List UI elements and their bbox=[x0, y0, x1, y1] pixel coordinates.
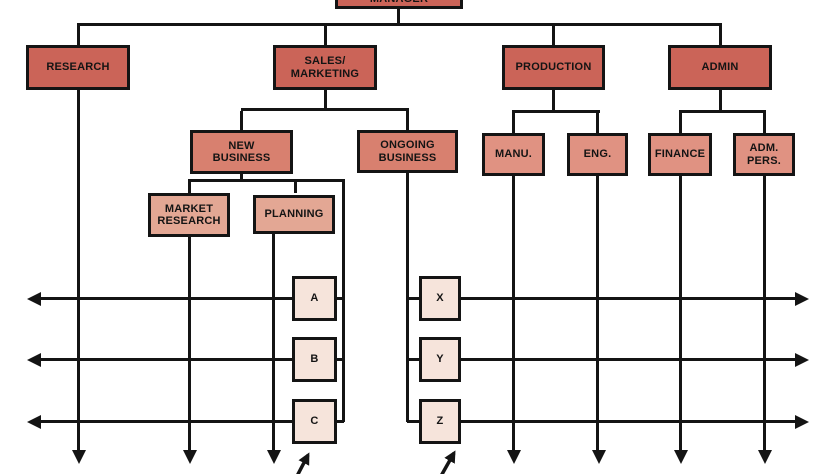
connector-planning-drop bbox=[294, 182, 297, 193]
node-ongoing-business: ONGOING BUSINESS bbox=[357, 130, 458, 173]
right-arrowhead-icon bbox=[795, 415, 809, 429]
connector-manager-drop bbox=[397, 8, 400, 26]
connector-sales-drop bbox=[324, 26, 327, 45]
right-arrowhead-icon bbox=[795, 292, 809, 306]
connector-manu-drop bbox=[512, 113, 515, 133]
connector-new-business-stem bbox=[240, 173, 243, 179]
node-a: A bbox=[292, 276, 337, 321]
stub-b-right bbox=[334, 358, 344, 361]
flow-line-planning bbox=[272, 232, 275, 452]
node-x: X bbox=[419, 276, 461, 321]
connector-new-business-drop bbox=[240, 111, 243, 130]
connector-production-drop bbox=[552, 26, 555, 45]
connector-abc-column-line bbox=[342, 179, 345, 422]
right-arrowhead-icon bbox=[795, 353, 809, 367]
node-finance: FINANCE bbox=[648, 133, 712, 176]
node-b: B bbox=[292, 337, 337, 382]
flow-row-x-right bbox=[459, 297, 797, 300]
node-admin: ADMIN bbox=[668, 45, 772, 90]
node-manu: MANU. bbox=[482, 133, 545, 176]
connector-finance-drop bbox=[679, 113, 682, 133]
flow-line-finance bbox=[679, 174, 682, 452]
down-arrowhead-icon bbox=[758, 450, 772, 464]
down-arrowhead-icon bbox=[592, 450, 606, 464]
stub-z-left bbox=[407, 420, 419, 423]
connector-eng-drop bbox=[596, 113, 599, 133]
down-arrowhead-icon bbox=[507, 450, 521, 464]
connector-sales-rail bbox=[241, 108, 409, 111]
node-c: C bbox=[292, 399, 337, 444]
left-arrowhead-icon bbox=[27, 292, 41, 306]
node-adm-pers: ADM. PERS. bbox=[733, 133, 795, 176]
flow-line-research bbox=[77, 90, 80, 452]
node-z: Z bbox=[419, 399, 461, 444]
stub-c-right bbox=[334, 420, 344, 423]
connector-production-rail bbox=[512, 110, 600, 113]
connector-admin-rail bbox=[679, 110, 766, 113]
flow-line-adm-pers bbox=[763, 174, 766, 452]
left-arrowhead-icon bbox=[27, 415, 41, 429]
node-manager: MANAGER bbox=[335, 0, 463, 9]
flow-line-market-research bbox=[188, 237, 191, 452]
callout-arrow-to-c-icon bbox=[296, 452, 310, 474]
down-arrowhead-icon bbox=[183, 450, 197, 464]
node-eng: ENG. bbox=[567, 133, 628, 176]
callout-arrow-to-z-icon bbox=[440, 450, 456, 474]
node-research: RESEARCH bbox=[26, 45, 130, 90]
down-arrowhead-icon bbox=[267, 450, 281, 464]
connector-market-research-drop bbox=[188, 182, 191, 193]
connector-top-rail bbox=[77, 23, 722, 26]
node-production: PRODUCTION bbox=[502, 45, 605, 90]
node-new-business: NEW BUSINESS bbox=[190, 130, 293, 174]
stub-x-left bbox=[407, 297, 419, 300]
stub-a-right bbox=[334, 297, 344, 300]
connector-admin-stem bbox=[719, 90, 722, 110]
node-planning: PLANNING bbox=[253, 195, 335, 234]
flow-row-a-left bbox=[38, 297, 294, 300]
stub-y-left bbox=[407, 358, 419, 361]
connector-adm-pers-drop bbox=[763, 113, 766, 133]
flow-row-y-right bbox=[459, 358, 797, 361]
flow-line-eng bbox=[596, 174, 599, 452]
connector-admin-drop bbox=[719, 26, 722, 45]
flow-line-manu bbox=[512, 174, 515, 452]
flow-row-b-left bbox=[38, 358, 294, 361]
left-arrowhead-icon bbox=[27, 353, 41, 367]
node-sales-marketing: SALES/ MARKETING bbox=[273, 45, 377, 90]
flow-row-c-left bbox=[38, 420, 294, 423]
down-arrowhead-icon bbox=[674, 450, 688, 464]
connector-research-drop bbox=[77, 26, 80, 45]
down-arrowhead-icon bbox=[72, 450, 86, 464]
flow-row-z-right bbox=[459, 420, 797, 423]
connector-new-business-rail bbox=[188, 179, 345, 182]
connector-production-stem bbox=[552, 90, 555, 110]
connector-ongoing-business-drop bbox=[406, 111, 409, 130]
connector-sales-stem bbox=[324, 90, 327, 108]
node-market-research: MARKET RESEARCH bbox=[148, 193, 230, 237]
node-y: Y bbox=[419, 337, 461, 382]
